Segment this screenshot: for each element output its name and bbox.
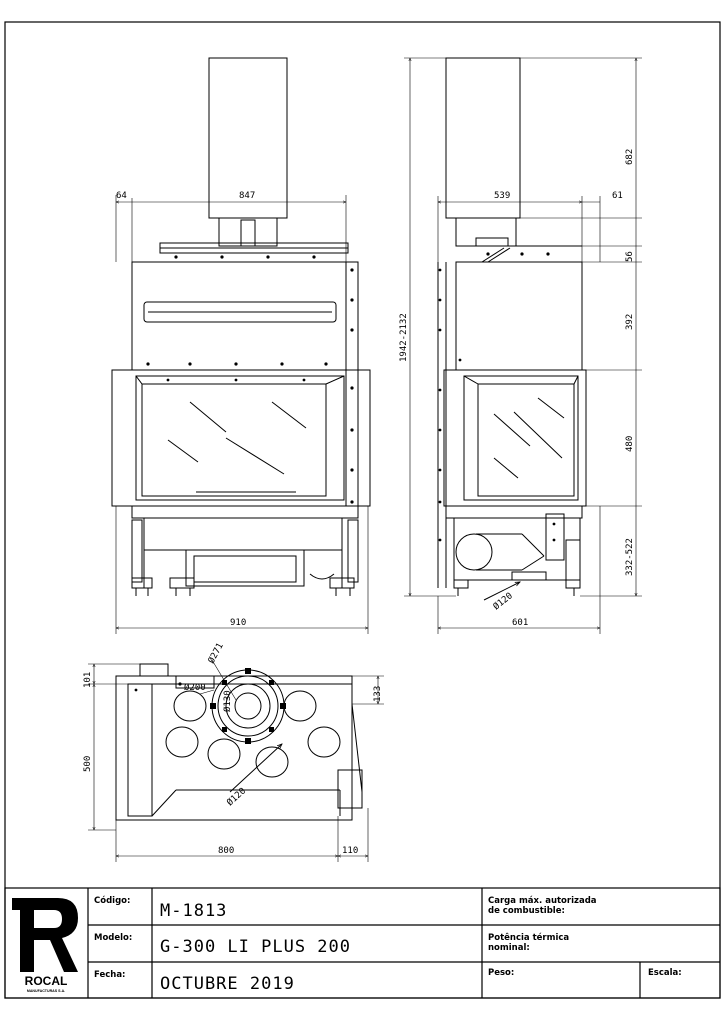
carga-label-line2: de combustible: bbox=[488, 906, 565, 916]
potencia-label-line2: nominal: bbox=[488, 943, 530, 953]
logo-subtitle: MANUFACTURAS S.A. bbox=[27, 989, 65, 993]
side-dim-width-bottom: 601 bbox=[512, 618, 528, 628]
plan-dim-right-drop: 133 bbox=[373, 686, 383, 702]
front-view bbox=[111, 57, 371, 596]
front-door-frame bbox=[111, 369, 371, 507]
side-hood bbox=[455, 261, 583, 371]
sheet-border bbox=[4, 21, 721, 999]
plan-dim-collar-outer: Ø271 bbox=[206, 641, 226, 665]
fecha-value: OCTUBRE 2019 bbox=[160, 974, 295, 994]
rocal-logo: ROCAL MANUFACTURAS S.A. bbox=[12, 898, 78, 993]
modelo-value: G-300 LI PLUS 200 bbox=[160, 937, 351, 957]
title-block bbox=[4, 887, 721, 999]
side-dim-flue-dia: Ø120 bbox=[491, 590, 515, 612]
side-dim-h-hood: 392 bbox=[625, 314, 635, 330]
side-dim-h-collar: 56 bbox=[625, 251, 635, 262]
fecha-label: Fecha: bbox=[94, 970, 125, 980]
plan-dim-width: 800 bbox=[218, 846, 234, 856]
plan-collar-tabs bbox=[134, 668, 286, 744]
plan-dim-depth-top: 101 bbox=[83, 672, 93, 688]
codigo-value: M-1813 bbox=[160, 901, 227, 921]
side-dim-width-top: 539 bbox=[494, 191, 510, 201]
codigo-label: Código: bbox=[94, 895, 130, 906]
logo-name: ROCAL bbox=[25, 974, 68, 988]
side-door-frame bbox=[443, 369, 587, 507]
side-dim-offset-right: 61 bbox=[612, 191, 623, 201]
potencia-label-line1: Potência térmica bbox=[488, 932, 569, 943]
logo-mark-icon bbox=[12, 898, 78, 972]
side-view bbox=[437, 57, 587, 601]
side-dim-h-chimney: 682 bbox=[625, 149, 635, 165]
plan-outline bbox=[115, 675, 353, 821]
side-glass bbox=[477, 383, 575, 497]
front-hood bbox=[131, 261, 359, 371]
front-dim-left-offset: 64 bbox=[116, 191, 127, 201]
plan-dim-depth: 500 bbox=[83, 756, 93, 772]
peso-label: Peso: bbox=[488, 968, 514, 978]
plan-dim-collar-small: Ø130 bbox=[222, 690, 233, 712]
plan-dimensions bbox=[88, 659, 384, 862]
side-dim-h-door: 480 bbox=[625, 436, 635, 452]
front-dim-width-top: 847 bbox=[239, 191, 255, 201]
plan-view bbox=[115, 663, 363, 821]
plan-dim-collar-inner: Ø200 bbox=[184, 682, 206, 693]
side-dim-total-height: 1942-2132 bbox=[399, 313, 409, 362]
front-glass bbox=[141, 383, 327, 497]
carga-label-line1: Carga máx. autorizada bbox=[488, 896, 597, 906]
front-dimensions bbox=[116, 195, 368, 634]
side-bolts bbox=[438, 252, 556, 542]
front-dim-width-bottom: 910 bbox=[230, 618, 246, 628]
modelo-label: Modelo: bbox=[94, 933, 132, 943]
side-dim-h-base: 332-522 bbox=[625, 538, 635, 576]
side-dimensions bbox=[404, 58, 642, 634]
front-bolts bbox=[146, 255, 354, 504]
plan-dim-width-right: 110 bbox=[342, 846, 358, 856]
plan-dim-air-hole: Ø120 bbox=[225, 786, 248, 809]
escala-label: Escala: bbox=[648, 968, 682, 978]
